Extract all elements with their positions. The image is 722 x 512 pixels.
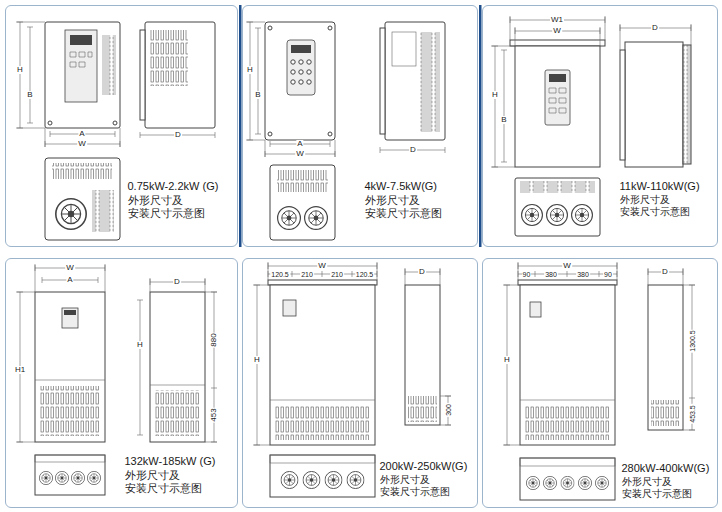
panel-description: 外形尺寸及 安装尺寸示意图 (365, 194, 465, 220)
model-range: 132kW-185kW (G) (125, 455, 216, 468)
dimension-label: 210 (300, 271, 314, 278)
dimension-label: 453.5 (689, 404, 696, 424)
drawing-panel: 4kW-7.5kW(G)外形尺寸及 安装尺寸示意图 (242, 5, 478, 247)
dimension-label: W (77, 140, 87, 148)
dimension-label: D (409, 146, 417, 154)
drawing-panel: 11kW-110kW(G)外形尺寸及 安装尺寸示意图 (482, 5, 718, 247)
dimension-label: H (491, 91, 499, 99)
model-range: 4kW-7.5kW(G) (365, 180, 438, 193)
dimension-label: 880 (210, 332, 218, 347)
model-range: 11kW-110kW(G) (620, 180, 700, 193)
panel-description: 外形尺寸及 安装尺寸示意图 (380, 474, 480, 498)
model-range: 280kW-400kW(G) (622, 462, 710, 475)
dimension-label: W (562, 262, 572, 270)
dimension-label: D (651, 24, 659, 32)
drawing-panel: 0.75kW-2.2kW (G)外形尺寸及 安装尺寸示意图 (5, 5, 238, 247)
dimension-label: 120.5 (355, 271, 375, 278)
panel-description: 外形尺寸及 安装尺寸示意图 (620, 194, 720, 218)
dimension-label: 90 (522, 271, 532, 278)
dimension-label: H (253, 356, 261, 364)
dimension-label: A (66, 276, 73, 284)
dimension-label: H1 (14, 366, 26, 374)
model-range: 200kW-250kW(G) (380, 460, 468, 473)
dimension-label: 210 (330, 271, 344, 278)
dimension-label: 90 (603, 271, 613, 278)
dimension-label: W1 (550, 16, 564, 24)
model-range: 0.75kW-2.2kW (G) (128, 180, 219, 193)
dimension-label: 1300.5 (689, 329, 696, 352)
dimension-label: H (503, 356, 511, 364)
dimension-label: D (661, 268, 669, 276)
dimension-label: D (173, 278, 181, 286)
drawing-panel: 132kW-185kW (G)外形尺寸及 安装尺寸示意图 (5, 258, 238, 508)
dimension-label: W (552, 27, 562, 35)
panel-description: 外形尺寸及 安装尺寸示意图 (622, 476, 722, 500)
dimension-label: H (136, 341, 144, 349)
dimension-label: D (174, 131, 182, 139)
panel-separator (239, 5, 482, 247)
dimension-label: B (26, 91, 33, 99)
dimension-label: 120.5 (270, 271, 290, 278)
panel-description: 外形尺寸及 安装尺寸示意图 (125, 469, 225, 495)
dimension-label: B (254, 91, 261, 99)
dimension-label: H (16, 66, 24, 74)
dimension-label: 380 (544, 271, 558, 278)
drawing-panel: 280kW-400kW(G)外形尺寸及 安装尺寸示意图 (482, 258, 718, 508)
dimension-label: W (317, 262, 327, 270)
inverter-cabinet-drawing (16, 264, 217, 495)
dimension-label: A (296, 140, 303, 148)
dimension-label: B (500, 116, 507, 124)
dimension-label: 300 (445, 403, 452, 417)
dimension-label: 453 (210, 407, 218, 422)
dimension-label: W (295, 150, 305, 158)
dimension-label: W (65, 264, 75, 272)
dimension-label: 380 (576, 271, 590, 278)
dimension-label: D (418, 268, 426, 276)
drawing-panel: 200kW-250kW(G)外形尺寸及 安装尺寸示意图 (242, 258, 478, 508)
dimension-label: A (78, 130, 85, 138)
panel-description: 外形尺寸及 安装尺寸示意图 (128, 194, 228, 220)
dimension-label: H (246, 66, 254, 74)
